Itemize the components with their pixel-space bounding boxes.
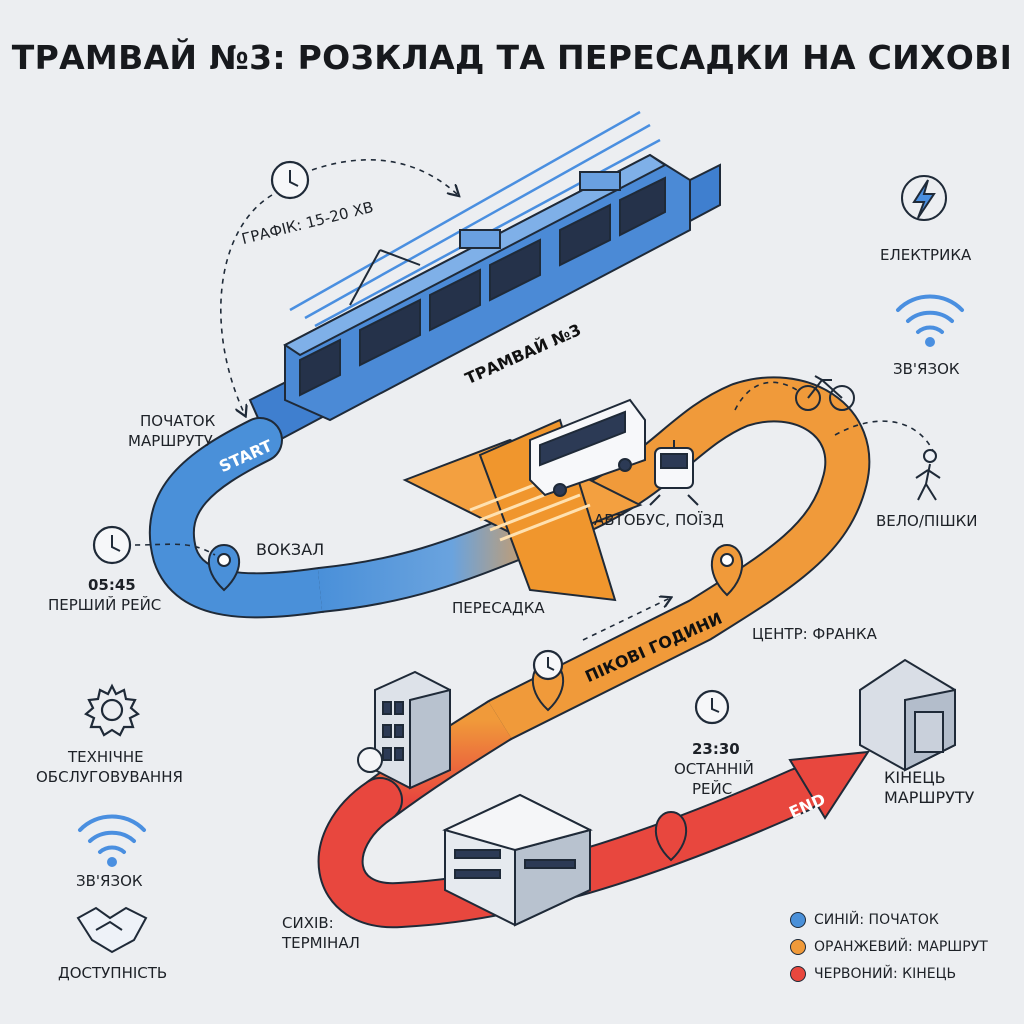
gear-icon xyxy=(84,683,140,737)
terminal-label-2: ТЕРМІНАЛ xyxy=(282,934,360,952)
left-connection-label: ЗВ'ЯЗОК xyxy=(76,872,143,890)
legend-dot-orange xyxy=(790,938,806,955)
transfer-crossing xyxy=(402,418,643,602)
maintenance-label-1: ТЕХНІЧНЕ xyxy=(68,748,144,766)
transfer-label: ПЕРЕСАДКА xyxy=(452,599,545,617)
terminal-label-1: СИХІВ: xyxy=(282,914,334,932)
dashed-connectors xyxy=(134,159,936,641)
route-end-label-1: КІНЕЦЬ xyxy=(884,768,946,787)
legend-dot-blue xyxy=(790,911,806,928)
last-trip-label-1: ОСТАННІЙ xyxy=(674,760,754,778)
feature-electric-label: ЕЛЕКТРИКА xyxy=(880,246,972,264)
route-start-label-1: ПОЧАТОК xyxy=(140,412,216,430)
last-trip-label-2: РЕЙС xyxy=(692,780,733,798)
legend-item-red: ЧЕРВОНИЙ: КІНЕЦЬ xyxy=(790,960,1015,987)
color-legend: СИНІЙ: ПОЧАТОК ОРАНЖЕВИЙ: МАРШРУТ ЧЕРВОН… xyxy=(790,906,1015,987)
pedestrian-icon xyxy=(915,449,941,501)
center-stop-label: ЦЕНТР: ФРАНКА xyxy=(752,625,877,643)
legend-label-blue: СИНІЙ: ПОЧАТОК xyxy=(814,911,939,928)
accessibility-label: ДОСТУПНІСТЬ xyxy=(58,964,168,982)
building-icon xyxy=(357,670,451,790)
train-icon xyxy=(649,440,699,506)
legend-item-orange: ОРАНЖЕВИЙ: МАРШРУТ xyxy=(790,933,1015,960)
end-arrow-head xyxy=(788,750,870,820)
route-end-label-2: МАРШРУТУ xyxy=(884,788,975,807)
station-label: ВОКЗАЛ xyxy=(256,540,325,559)
legend-label-red: ЧЕРВОНИЙ: КІНЕЦЬ xyxy=(814,965,957,982)
bus-icon xyxy=(529,398,646,497)
lightning-icon xyxy=(901,175,947,221)
legend-label-orange: ОРАНЖЕВИЙ: МАРШРУТ xyxy=(814,938,988,955)
legend-item-blue: СИНІЙ: ПОЧАТОК xyxy=(790,906,1015,933)
wifi-icon-left xyxy=(78,814,146,867)
page-title: ТРАМВАЙ №3: РОЗКЛАД ТА ПЕРЕСАДКИ НА СИХО… xyxy=(11,38,1013,77)
last-trip-time: 23:30 xyxy=(692,740,740,758)
tram-vehicle xyxy=(283,153,691,422)
terminal-building-icon xyxy=(442,793,593,927)
feature-bike-walk-label: ВЕЛО/ПІШКИ xyxy=(876,512,978,530)
transfer-modes-label: АВТОБУС, ПОЇЗД xyxy=(594,511,724,529)
first-trip-time: 05:45 xyxy=(88,576,136,594)
location-pin-icon xyxy=(207,543,744,862)
feature-connection-label: ЗВ'ЯЗОК xyxy=(893,360,960,378)
route-start-label-2: МАРШРУТУ xyxy=(128,432,213,450)
first-trip-label: ПЕРШИЙ РЕЙС xyxy=(48,596,162,614)
warehouse-icon xyxy=(859,658,956,772)
handshake-icon xyxy=(76,906,148,954)
maintenance-label-2: ОБСЛУГОВУВАННЯ xyxy=(36,768,183,786)
wifi-icon xyxy=(896,294,964,347)
bicycle-icon xyxy=(795,375,855,411)
legend-dot-red xyxy=(790,965,806,982)
